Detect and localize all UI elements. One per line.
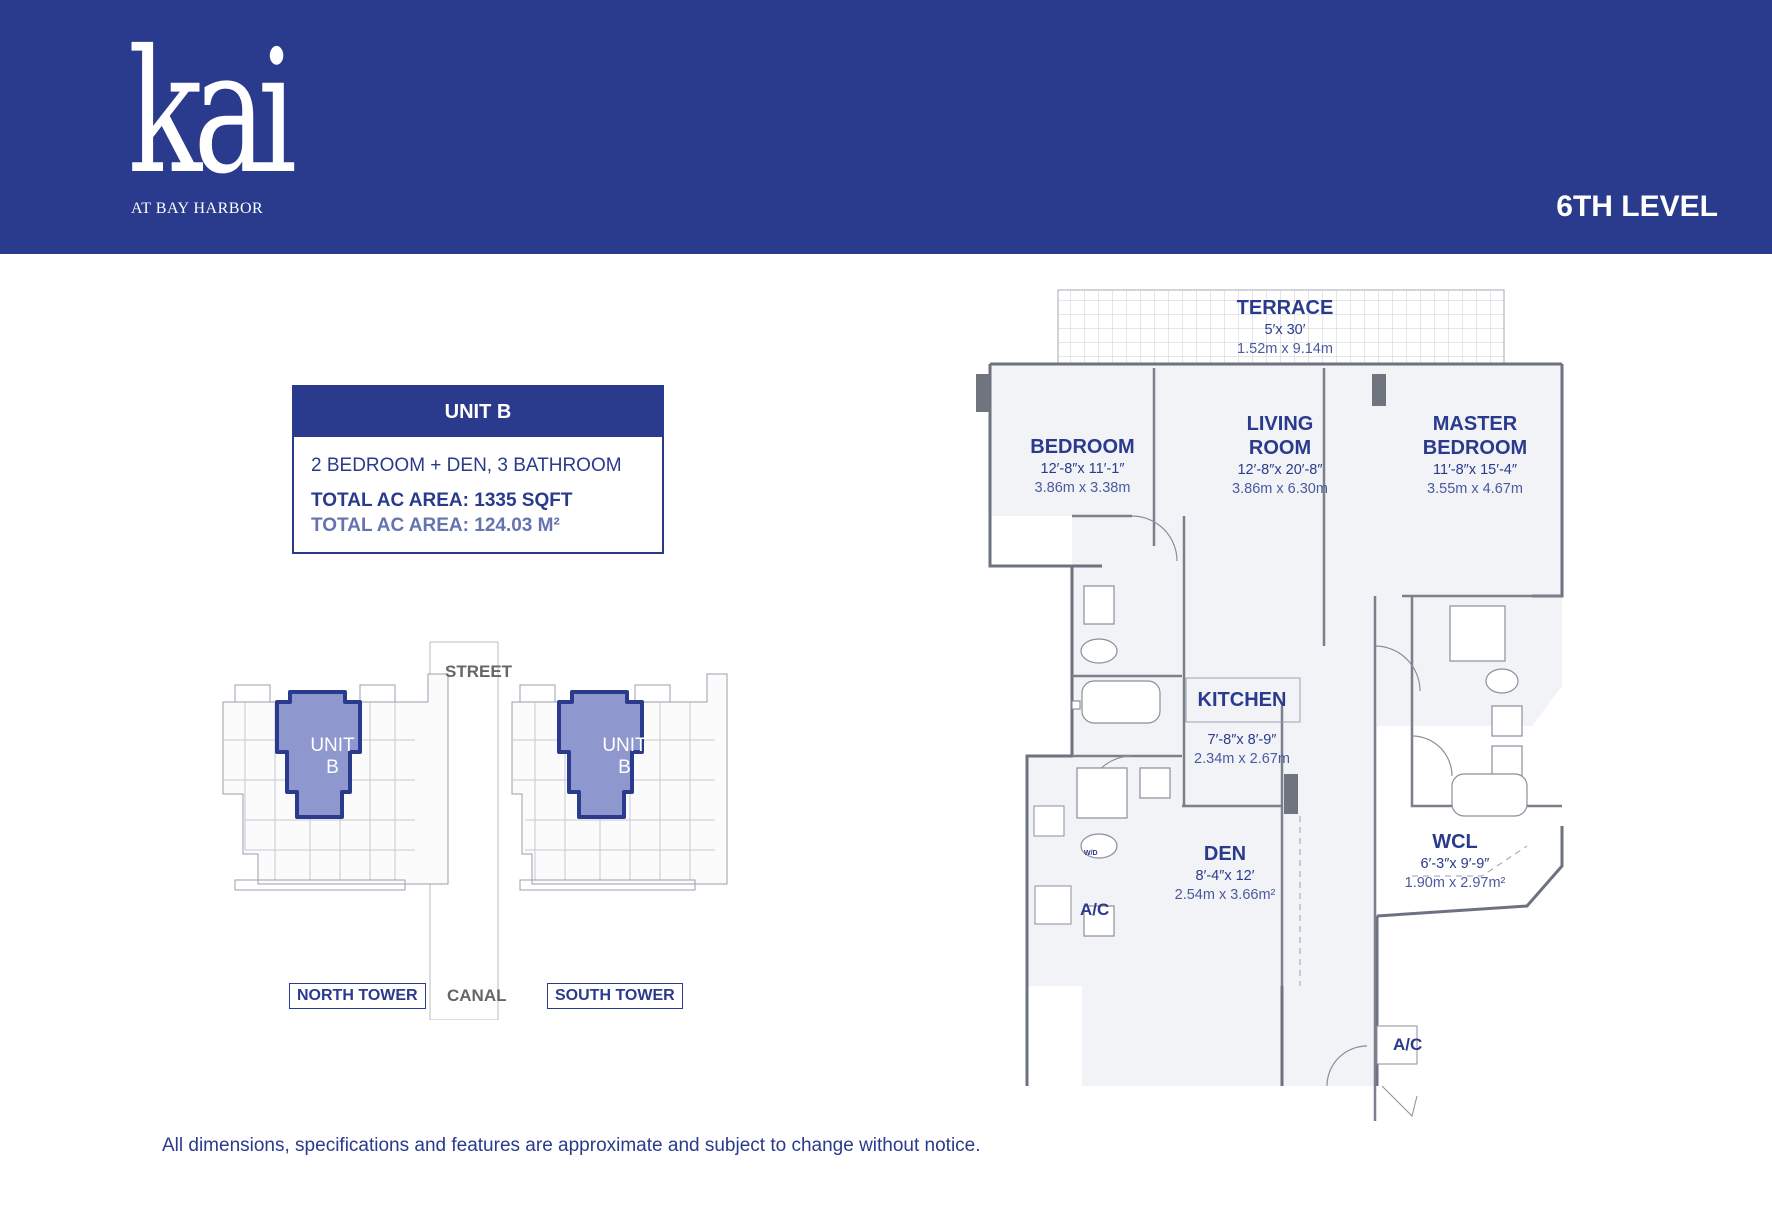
unit-area-sqft: TOTAL AC AREA: 1335 SQFT	[311, 490, 573, 511]
room-name-line2: ROOM	[1248, 437, 1312, 459]
unit-title: UNIT B	[294, 387, 662, 437]
room-den: DEN 8′-4″x 12′ 2.54m x 3.66m²	[1160, 842, 1290, 904]
unit-mark-letter: B	[326, 757, 339, 778]
room-imperial: 8′-4″x 12′	[1195, 868, 1255, 884]
unit-mark-label: UNIT	[310, 735, 355, 756]
room-metric: 3.86m x 6.30m	[1232, 481, 1328, 497]
unit-mark-label: UNIT	[602, 735, 647, 756]
room-name: DEN	[1203, 843, 1247, 865]
room-name-line2: BEDROOM	[1422, 437, 1528, 459]
room-imperial: 12′-8″x 20′-8″	[1237, 462, 1323, 478]
unit-area-m2: TOTAL AC AREA: 124.03 M²	[311, 515, 560, 536]
room-name: WCL	[1432, 831, 1478, 853]
ac-label-den: A/C	[1080, 900, 1110, 919]
room-name: TERRACE	[1236, 297, 1334, 319]
floor-plan-diagram	[976, 289, 1564, 1121]
unit-info-card: UNIT B 2 BEDROOM + DEN, 3 BATHROOM TOTAL…	[292, 385, 664, 554]
room-imperial: 11′-8″x 15′-4″	[1433, 462, 1517, 478]
logo-wordmark: kai	[128, 14, 297, 212]
room-name: KITCHEN	[1197, 689, 1287, 711]
room-metric: 1.52m x 9.14m	[1237, 341, 1333, 357]
street-label: STREET	[445, 662, 513, 681]
north-tower-tag: NORTH TOWER	[289, 983, 426, 1009]
unit-config: 2 BEDROOM + DEN, 3 BATHROOM	[311, 455, 622, 476]
room-bedroom: BEDROOM 12′-8″x 11′-1″ 3.86m x 3.38m	[1000, 435, 1165, 497]
ac-label-hall: A/C	[1393, 1035, 1423, 1054]
room-metric: 3.86m x 3.38m	[1034, 480, 1131, 496]
room-metric: 2.34m x 2.67m	[1194, 751, 1290, 767]
room-metric: 2.54m x 3.66m²	[1174, 887, 1276, 903]
room-wcl: WCL 6′-3″x 9′-9″ 1.90m x 2.97m²	[1390, 830, 1520, 892]
room-imperial: 6′-3″x 9′-9″	[1420, 856, 1490, 872]
room-kitchen: KITCHEN	[1182, 688, 1302, 712]
room-living: LIVING ROOM 12′-8″x 20′-8″ 3.86m x 6.30m	[1200, 412, 1360, 498]
room-name: BEDROOM	[1030, 436, 1135, 458]
room-imperial: 5′x 30′	[1264, 322, 1306, 338]
wd-label: W/D	[1084, 850, 1098, 857]
key-plan-unit-north: UNIT B	[300, 735, 365, 779]
unit-mark-letter: B	[618, 757, 631, 778]
logo-subtitle: AT BAY HARBOR	[131, 200, 264, 217]
header-band: kai AT BAY HARBOR 6TH LEVEL	[0, 0, 1772, 254]
room-name-line1: LIVING	[1246, 413, 1314, 435]
room-metric: 1.90m x 2.97m²	[1404, 875, 1506, 891]
room-name-line1: MASTER	[1432, 413, 1518, 435]
key-plan-diagram	[222, 641, 728, 1020]
disclaimer-text: All dimensions, specifications and featu…	[162, 1135, 981, 1156]
canal-label: CANAL	[447, 986, 507, 1005]
level-label: 6TH LEVEL	[1556, 190, 1718, 223]
south-tower-tag: SOUTH TOWER	[547, 983, 683, 1009]
key-plan-unit-south: UNIT B	[592, 735, 657, 779]
room-metric: 3.55m x 4.67m	[1427, 481, 1523, 497]
room-terrace: TERRACE 5′x 30′ 1.52m x 9.14m	[1205, 296, 1365, 358]
room-kitchen-dims: 7′-8″x 8′-9″ 2.34m x 2.67m	[1182, 730, 1302, 768]
room-master-bedroom: MASTER BEDROOM 11′-8″x 15′-4″ 3.55m x 4.…	[1395, 412, 1555, 498]
room-imperial: 12′-8″x 11′-1″	[1040, 461, 1125, 477]
room-imperial: 7′-8″x 8′-9″	[1207, 732, 1277, 748]
